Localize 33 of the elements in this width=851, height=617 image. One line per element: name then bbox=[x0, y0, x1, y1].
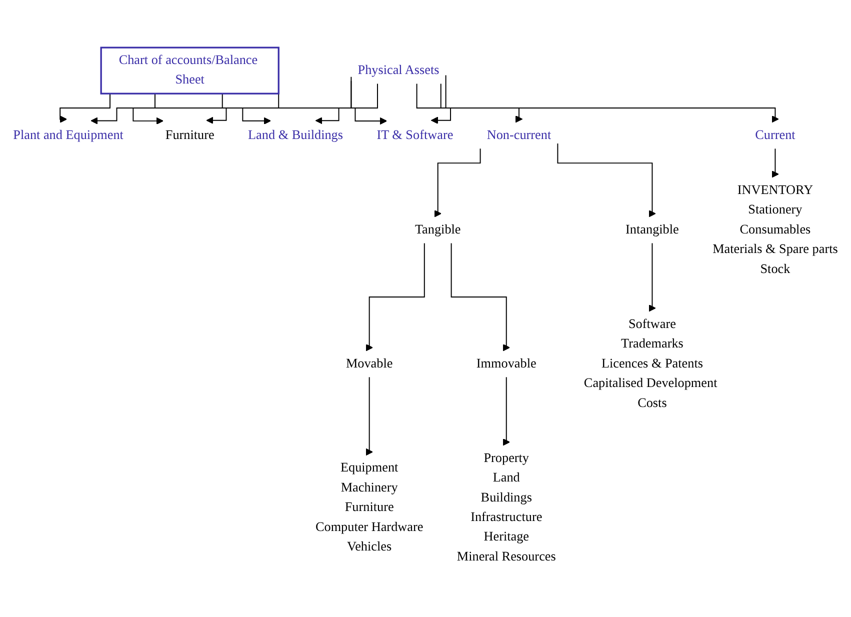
node-text: Furniture bbox=[165, 128, 214, 142]
node-text: Physical Assets bbox=[358, 62, 440, 77]
node-text: Property Land Buildings Infrastructure Heritage Mineral Resources bbox=[456, 450, 556, 564]
node-text: INVENTORY Stationery Consumables Materials & Spare parts Stock bbox=[712, 182, 838, 276]
arrow bbox=[648, 242, 656, 312]
arrow bbox=[366, 242, 425, 351]
arrow bbox=[434, 148, 481, 217]
arrow bbox=[366, 376, 373, 456]
arrow bbox=[445, 74, 779, 122]
node-box: Chart of accounts/Balance Sheet bbox=[100, 46, 280, 94]
node-text: Software Trademarks Licences & Patents Capitalised Development Costs bbox=[584, 316, 718, 410]
arrow bbox=[416, 82, 452, 124]
node-text: Immovable bbox=[476, 356, 536, 370]
arrow bbox=[772, 148, 779, 178]
node-text: Movable bbox=[346, 356, 393, 370]
arrow bbox=[315, 82, 378, 124]
arrow bbox=[206, 80, 352, 124]
node-text: Land & Buildings bbox=[248, 128, 344, 142]
node-text: Tangible bbox=[414, 222, 461, 236]
node-text: Non-current bbox=[486, 128, 552, 142]
arrow bbox=[440, 82, 523, 122]
arrow bbox=[557, 142, 656, 217]
arrow bbox=[502, 376, 510, 446]
node-text: Intangible bbox=[626, 222, 679, 236]
arrow bbox=[90, 76, 352, 124]
arrow bbox=[60, 92, 110, 122]
node-text: Plant and Equipment bbox=[13, 128, 124, 142]
node-text: Current bbox=[755, 128, 796, 142]
node-text: IT & Software bbox=[376, 128, 454, 142]
arrow bbox=[222, 92, 271, 124]
arrow bbox=[132, 92, 164, 124]
arrow bbox=[450, 242, 510, 351]
node-text: Equipment Machinery Furniture Computer Hardware Vehicles bbox=[315, 460, 424, 554]
